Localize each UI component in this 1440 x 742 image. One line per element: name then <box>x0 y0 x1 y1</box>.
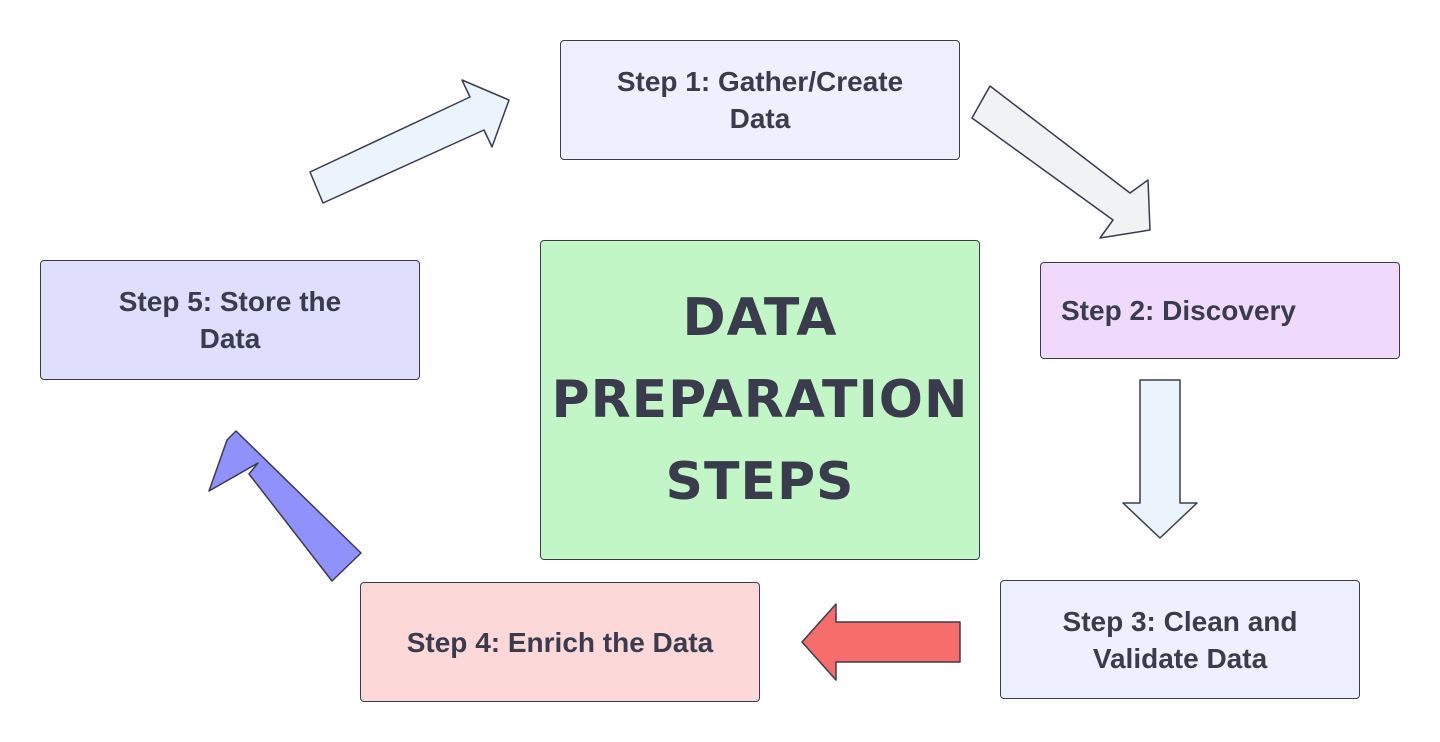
arrow-step3-to-step4 <box>801 603 961 681</box>
arrow-step1-to-step2 <box>971 85 1151 239</box>
step-2-label: Step 2: Discovery <box>1061 295 1296 326</box>
step-2-box: Step 2: Discovery <box>1040 262 1400 359</box>
step-1-label: Step 1: Gather/Create Data <box>616 66 904 134</box>
step-4-label: Step 4: Enrich the Data <box>406 626 714 658</box>
arrow-step4-to-step5 <box>208 430 362 582</box>
center-title: DATA PREPARATION STEPS <box>551 288 969 512</box>
step-5-label: Step 5: Store the Data <box>118 286 342 354</box>
step-3-box: Step 3: Clean and Validate Data <box>1000 580 1360 699</box>
arrow-step2-to-step3 <box>1122 379 1198 539</box>
step-5-box: Step 5: Store the Data <box>40 260 420 380</box>
step-1-box: Step 1: Gather/Create Data <box>560 40 960 160</box>
step-3-label: Step 3: Clean and Validate Data <box>1062 605 1298 674</box>
step-4-box: Step 4: Enrich the Data <box>360 582 760 702</box>
arrow-step5-to-step1 <box>309 79 510 204</box>
center-title-box: DATA PREPARATION STEPS <box>540 240 980 560</box>
